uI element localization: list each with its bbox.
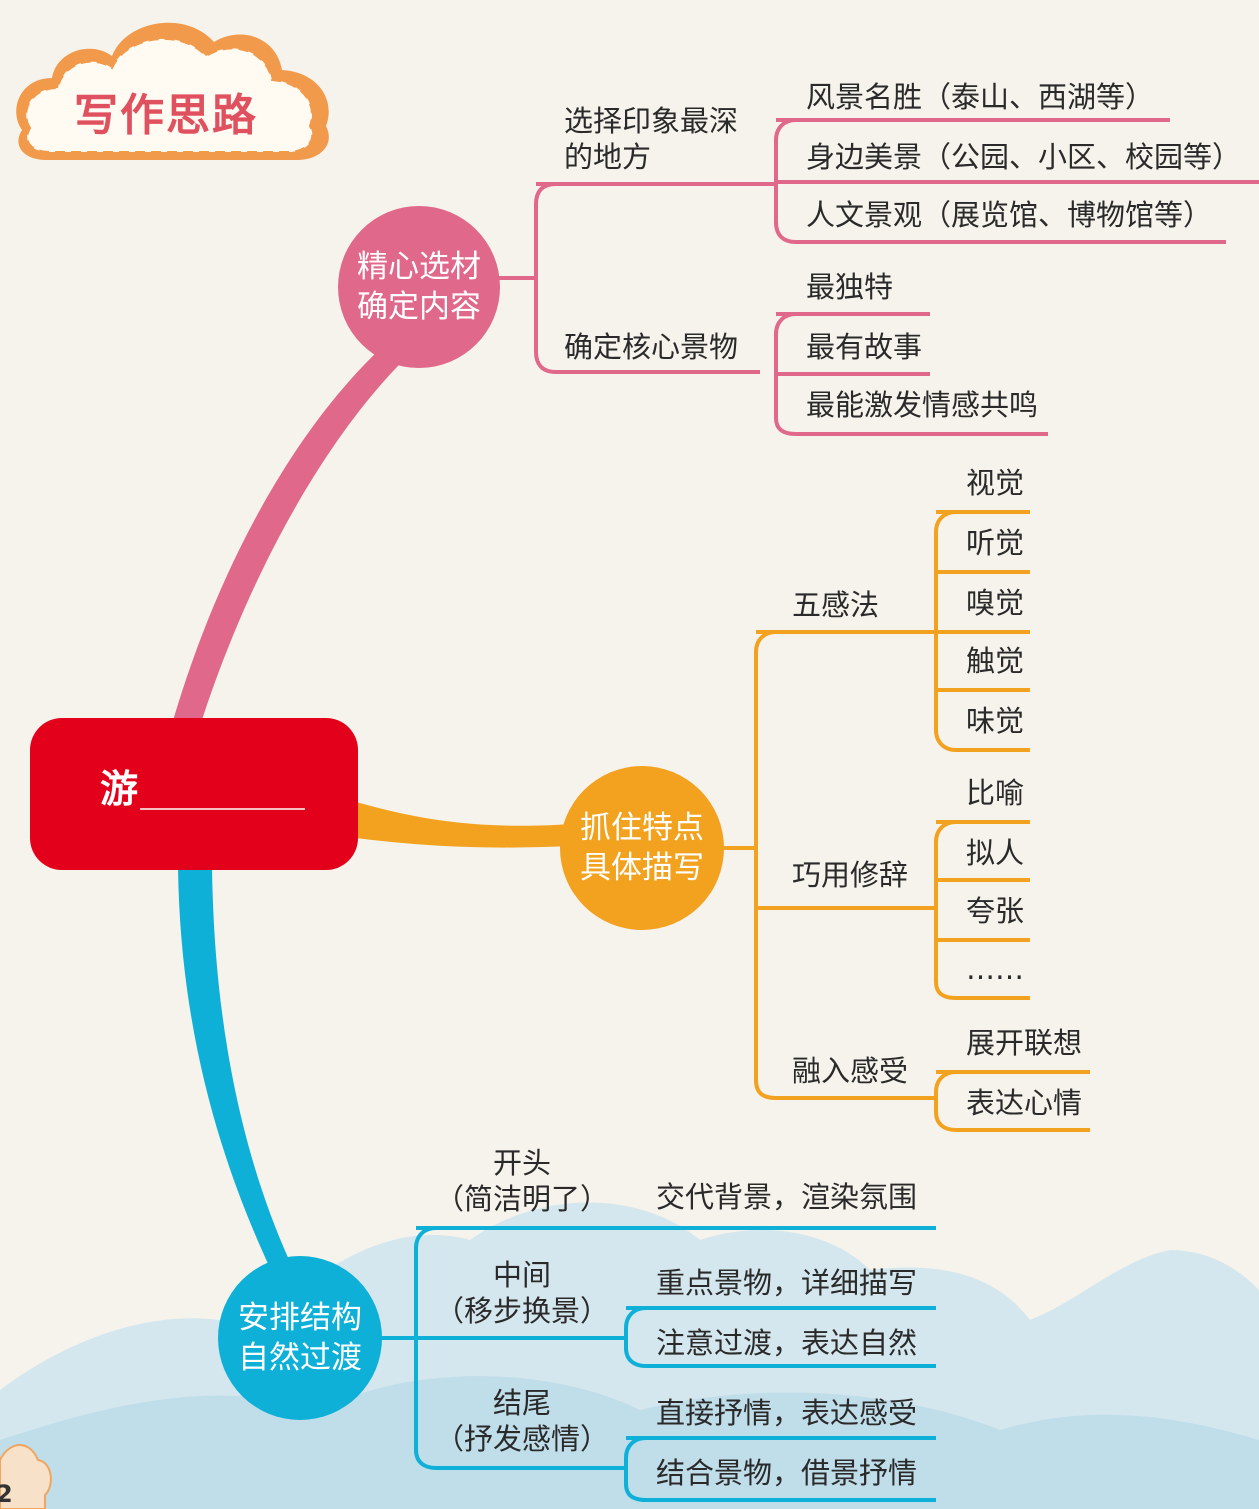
- root-label: 游: [100, 767, 139, 811]
- sub-label: （移步换景）: [434, 1294, 609, 1328]
- title-cloud: [16, 22, 329, 160]
- sub-label: 的地方: [564, 140, 652, 174]
- corner-cloud: [0, 1444, 52, 1509]
- leaf-label: 嗅觉: [966, 586, 1025, 620]
- leaf-label: 最有故事: [806, 330, 923, 364]
- leaf-label: 最能激发情感共鸣: [806, 388, 1039, 422]
- leaf-label: 展开联想: [966, 1026, 1083, 1060]
- orange-connectors: [720, 510, 1090, 1132]
- sub-label: （抒发感情）: [434, 1422, 609, 1456]
- leaf-label: 重点景物，详细描写: [656, 1266, 918, 1300]
- branch-ribbon-pink: [172, 340, 412, 726]
- branch-node-label: 具体描写: [580, 850, 704, 886]
- leaf-label: 注意过渡，表达自然: [656, 1326, 918, 1360]
- root-blank-line: [140, 808, 305, 810]
- leaf-label: 结合景物，借景抒情: [656, 1456, 918, 1490]
- page-number: 2: [0, 1480, 13, 1508]
- leaf-label: 比喻: [966, 776, 1025, 810]
- leaf-label: 交代背景，渲染氛围: [656, 1180, 918, 1214]
- branch-ribbon-blue: [178, 866, 290, 1268]
- branch-node-label: 抓住特点: [580, 810, 704, 846]
- branch-node-select-material: 精心选材 确定内容: [338, 206, 500, 368]
- branch-node-label: 安排结构: [238, 1300, 362, 1336]
- leaf-label: 身边美景（公园、小区、校园等）: [806, 140, 1242, 174]
- sub-label: （简洁明了）: [434, 1182, 609, 1216]
- leaf-label: 拟人: [966, 836, 1025, 870]
- sub-label: 巧用修辞: [792, 858, 909, 892]
- sub-label: 五感法: [792, 588, 880, 622]
- leaf-label: 最独特: [806, 270, 894, 304]
- sub-label: 中间: [492, 1258, 551, 1292]
- sub-label: 融入感受: [792, 1054, 909, 1088]
- sub-label: 选择印象最深: [564, 104, 739, 138]
- branch-ribbon-orange: [356, 802, 572, 848]
- branch-node-label: 精心选材: [357, 249, 481, 285]
- leaf-label: 表达心情: [966, 1086, 1083, 1120]
- leaf-label: 视觉: [966, 466, 1025, 500]
- sub-label: 结尾: [492, 1386, 551, 1420]
- blue-connectors: [380, 1226, 936, 1502]
- leaf-label: 人文景观（展览馆、博物馆等）: [806, 198, 1213, 232]
- leaf-label: 听觉: [966, 526, 1025, 560]
- pink-connectors: [496, 118, 1259, 436]
- leaf-label: 味觉: [966, 704, 1025, 738]
- leaf-label: 夸张: [966, 894, 1025, 928]
- root-node: 游: [30, 718, 358, 870]
- branch-node-describe: 抓住特点 具体描写: [560, 766, 724, 930]
- sub-label: 确定核心景物: [564, 330, 739, 364]
- branch-node-label: 自然过渡: [238, 1340, 362, 1376]
- sub-label: 开头: [492, 1146, 551, 1180]
- title: 写作思路: [74, 90, 258, 141]
- leaf-label: 触觉: [966, 644, 1025, 678]
- branch-node-label: 确定内容: [357, 289, 481, 325]
- branch-node-structure: 安排结构 自然过渡: [218, 1256, 382, 1420]
- leaf-label: 直接抒情，表达感受: [656, 1396, 918, 1430]
- leaf-label: ……: [966, 952, 1024, 986]
- leaf-label: 风景名胜（泰山、西湖等）: [806, 80, 1155, 114]
